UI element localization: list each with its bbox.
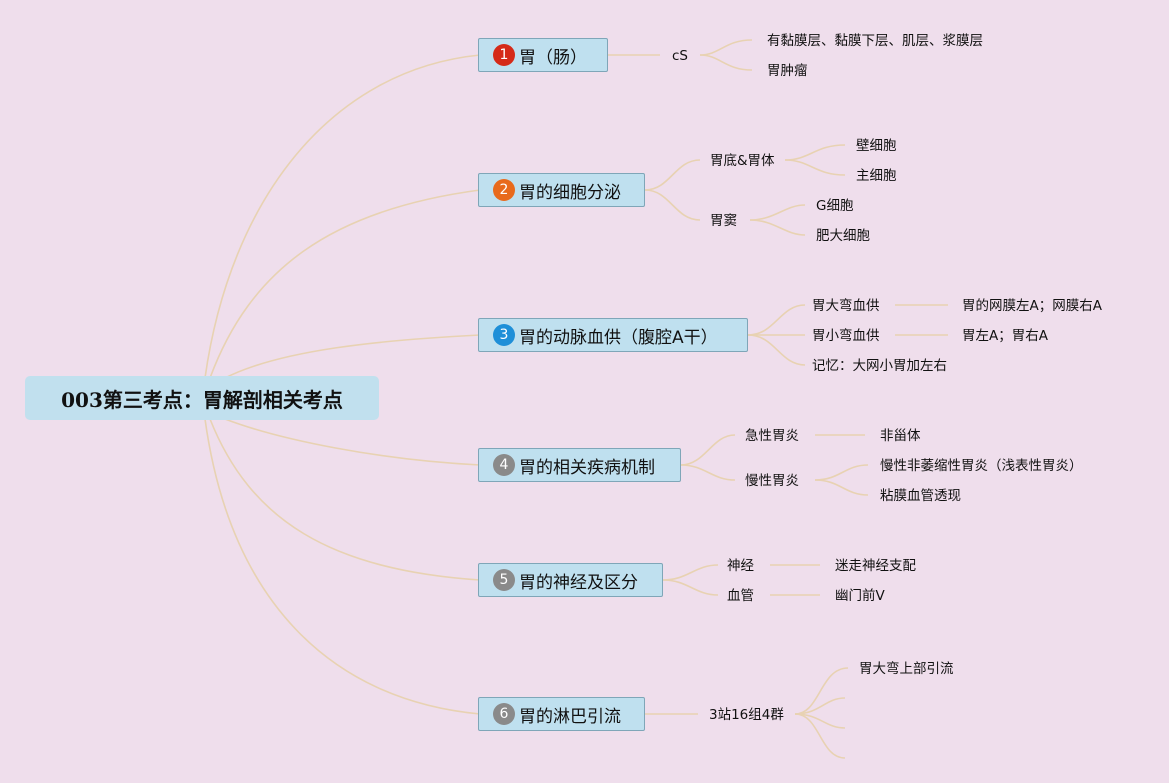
node-wall-layers[interactable]: 有黏膜层、黏膜下层、肌层、浆膜层 <box>767 33 983 49</box>
node-prepyloric-vein[interactable]: 幽门前V <box>835 588 885 604</box>
number-6-icon: 6 <box>493 703 515 725</box>
branch-label: 胃的淋巴引流 <box>519 706 621 727</box>
node-nsaid[interactable]: 非甾体 <box>880 428 921 444</box>
number-3-icon: 3 <box>493 324 515 346</box>
node-nerve[interactable]: 神经 <box>727 558 754 574</box>
branch-label: 胃的神经及区分 <box>519 572 638 593</box>
node-lymph-groups[interactable]: 3站16组4群 <box>709 707 784 723</box>
branch-stomach-intestine[interactable]: 1 胃（肠） <box>478 38 608 72</box>
node-stomach-tumor[interactable]: 胃肿瘤 <box>767 63 808 79</box>
branch-cell-secretion[interactable]: 2 胃的细胞分泌 <box>478 173 645 207</box>
node-antrum[interactable]: 胃窦 <box>710 213 737 229</box>
node-cs[interactable]: cS <box>672 48 688 64</box>
node-g-cell[interactable]: G细胞 <box>816 198 854 214</box>
number-2-icon: 2 <box>493 179 515 201</box>
node-acute-gastritis[interactable]: 急性胃炎 <box>745 428 799 444</box>
node-memory-tip[interactable]: 记忆：大网小胃加左右 <box>812 358 947 374</box>
node-chief-cell[interactable]: 主细胞 <box>856 168 897 184</box>
node-greater-curvature-upper[interactable]: 胃大弯上部引流 <box>859 661 954 677</box>
node-greater-curvature-arteries[interactable]: 胃的网膜左A；网膜右A <box>962 298 1102 314</box>
number-4-icon: 4 <box>493 454 515 476</box>
branch-label: 胃的细胞分泌 <box>519 182 621 203</box>
node-greater-curvature[interactable]: 胃大弯血供 <box>812 298 880 314</box>
branch-nerve-division[interactable]: 5 胃的神经及区分 <box>478 563 663 597</box>
node-lesser-curvature[interactable]: 胃小弯血供 <box>812 328 880 344</box>
number-1-icon: 1 <box>493 44 515 66</box>
node-chronic-gastritis[interactable]: 慢性胃炎 <box>745 473 799 489</box>
node-parietal-cell[interactable]: 壁细胞 <box>856 138 897 154</box>
node-fundus-body[interactable]: 胃底&胃体 <box>710 153 775 169</box>
node-vagus-nerve[interactable]: 迷走神经支配 <box>835 558 916 574</box>
branch-disease-mechanism[interactable]: 4 胃的相关疾病机制 <box>478 448 681 482</box>
branch-label: 胃的动脉血供（腹腔A干） <box>519 327 718 348</box>
branch-label: 胃的相关疾病机制 <box>519 457 655 478</box>
number-5-icon: 5 <box>493 569 515 591</box>
node-vessel[interactable]: 血管 <box>727 588 754 604</box>
node-chronic-nonatrophic[interactable]: 慢性非萎缩性胃炎（浅表性胃炎） <box>880 458 1083 474</box>
root-topic[interactable]: 003第三考点：胃解剖相关考点 <box>25 376 379 420</box>
branch-label: 胃（肠） <box>519 47 587 68</box>
branch-arterial-supply[interactable]: 3 胃的动脉血供（腹腔A干） <box>478 318 748 352</box>
node-lesser-curvature-arteries[interactable]: 胃左A；胃右A <box>962 328 1048 344</box>
node-mast-cell[interactable]: 肥大细胞 <box>816 228 870 244</box>
node-mucosa-vessels[interactable]: 粘膜血管透现 <box>880 488 961 504</box>
branch-lymph-drainage[interactable]: 6 胃的淋巴引流 <box>478 697 645 731</box>
